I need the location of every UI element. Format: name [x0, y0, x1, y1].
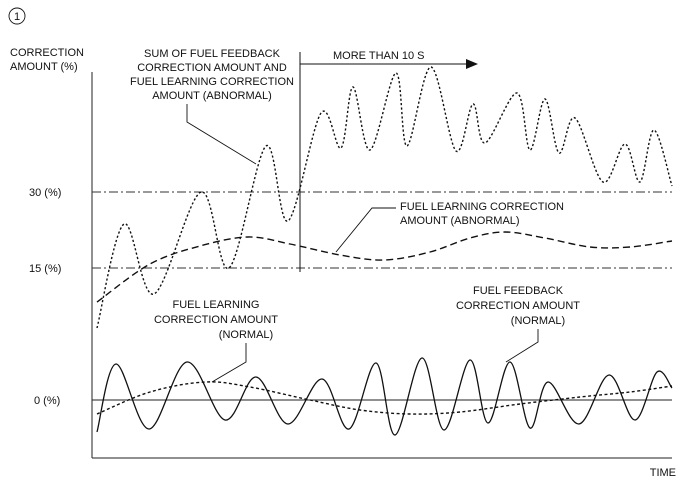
- y-axis-title-line-2: AMOUNT (%): [10, 61, 78, 73]
- learning-normal-label-line-2: CORRECTION AMOUNT: [154, 314, 278, 326]
- learning-normal-label-line-3: (NORMAL): [219, 329, 273, 341]
- x-axis-title: TIME: [650, 467, 676, 479]
- feedback-normal-label-line-1: FUEL FEEDBACK: [473, 285, 564, 297]
- figure-number: 1: [14, 11, 20, 23]
- learning-normal-leader: [211, 343, 247, 383]
- sum-abnormal-curve: [96, 66, 673, 329]
- feedback-normal-curve: [96, 357, 673, 436]
- sum-abnormal-label-line-2: CORRECTION AMOUNT AND: [137, 62, 287, 74]
- y-axis-title-line-1: CORRECTION: [10, 47, 84, 59]
- learning-abnormal-curve: [96, 231, 673, 303]
- learning-abnormal-label-line-2: AMOUNT (ABNORMAL): [400, 215, 520, 227]
- sum-abnormal-label-line-4: AMOUNT (ABNORMAL): [152, 90, 272, 102]
- learning-normal-label-line-1: FUEL LEARNING: [172, 299, 259, 311]
- learning-abnormal-leader: [335, 207, 396, 253]
- feedback-normal-label-line-3: (NORMAL): [511, 315, 565, 327]
- sum-abnormal-leader: [186, 104, 257, 165]
- learning-normal-curve: [96, 381, 673, 415]
- duration-label: MORE THAN 10 S: [333, 50, 425, 62]
- feedback-normal-label-line-2: CORRECTION AMOUNT: [456, 300, 580, 312]
- ref-label-30: 30 (%): [29, 187, 61, 199]
- duration-arrowhead: [466, 59, 478, 69]
- ref-label-0: 0 (%): [34, 395, 60, 407]
- feedback-normal-leader: [505, 329, 539, 363]
- ref-label-15: 15 (%): [29, 263, 61, 275]
- learning-abnormal-label-line-1: FUEL LEARNING CORRECTION: [400, 201, 564, 213]
- sum-abnormal-label-line-1: SUM OF FUEL FEEDBACK: [144, 48, 281, 60]
- sum-abnormal-label-line-3: FUEL LEARNING CORRECTION: [130, 76, 294, 88]
- figure-number-circle: [8, 7, 26, 25]
